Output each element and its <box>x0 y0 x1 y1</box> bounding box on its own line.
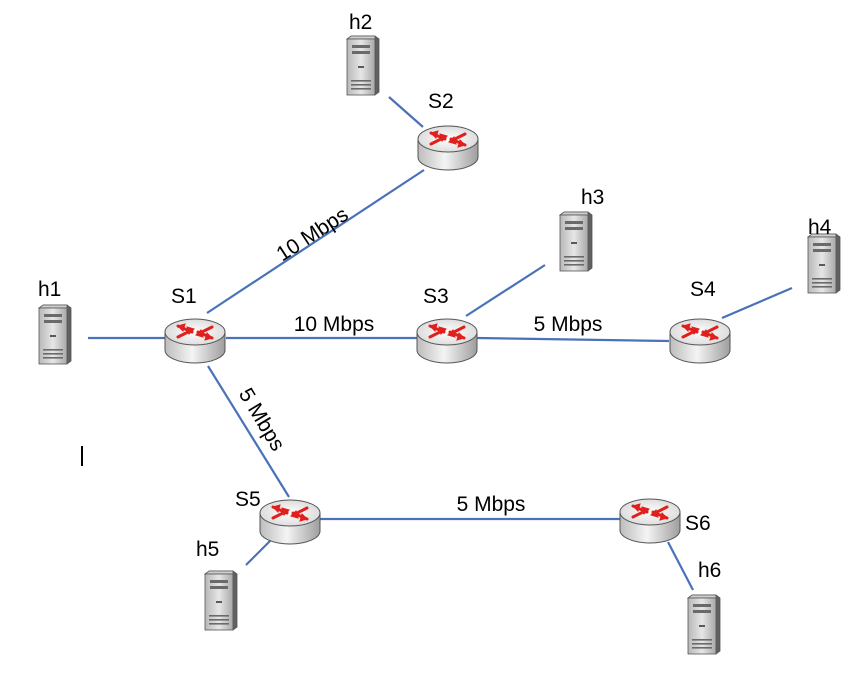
server-icon-h2 <box>346 35 380 96</box>
host-label-h3: h3 <box>581 186 604 209</box>
link-s1-s5 <box>207 365 290 498</box>
router-icon-s2 <box>416 124 480 172</box>
text-cursor-mark <box>81 446 83 466</box>
switch-label-s2: S2 <box>428 90 454 113</box>
switch-label-s4: S4 <box>690 278 716 301</box>
bandwidth-label-s1-s2: 10 Mbps <box>272 203 352 266</box>
server-icon-h1 <box>38 304 72 365</box>
host-label-h1: h1 <box>38 278 61 301</box>
server-icon-h4 <box>807 233 841 294</box>
server-icon-h5 <box>204 570 238 631</box>
host-label-h6: h6 <box>698 559 721 582</box>
link-h6-s6 <box>667 541 694 591</box>
router-icon-s6 <box>618 497 682 545</box>
bandwidth-label-s1-s3: 10 Mbps <box>294 313 375 336</box>
switch-labels: S1 S2 S3 S4 S5 S6 <box>171 90 716 535</box>
host-label-h5: h5 <box>196 538 219 561</box>
link-h4-s4 <box>721 286 793 320</box>
host-labels: h1 h2 h3 h4 h5 h6 <box>38 11 832 582</box>
server-icon-h6 <box>687 594 721 655</box>
link-h2-s2 <box>388 96 424 128</box>
switch-label-s3: S3 <box>423 285 449 308</box>
switches <box>163 124 732 546</box>
server-icon-h3 <box>559 211 593 272</box>
link-s3-s4 <box>476 336 670 343</box>
switch-label-s6: S6 <box>685 512 711 535</box>
router-icon-s4 <box>668 317 732 365</box>
bandwidth-labels: 10 Mbps 10 Mbps 5 Mbps 5 Mbps 5 Mbps <box>234 203 602 516</box>
link-h3-s3 <box>465 264 546 317</box>
host-label-h4: h4 <box>808 216 832 239</box>
link-h5-s5 <box>245 536 275 566</box>
bandwidth-label-s5-s6: 5 Mbps <box>457 493 526 516</box>
links <box>88 96 793 591</box>
router-icon-s5 <box>258 498 322 546</box>
link-s1-s2 <box>206 169 425 314</box>
host-label-h2: h2 <box>349 11 372 34</box>
switch-label-s1: S1 <box>171 285 197 308</box>
bandwidth-label-s3-s4: 5 Mbps <box>534 313 603 336</box>
switch-label-s5: S5 <box>235 488 261 511</box>
router-icon-s3 <box>415 317 479 365</box>
router-icon-s1 <box>163 317 227 365</box>
